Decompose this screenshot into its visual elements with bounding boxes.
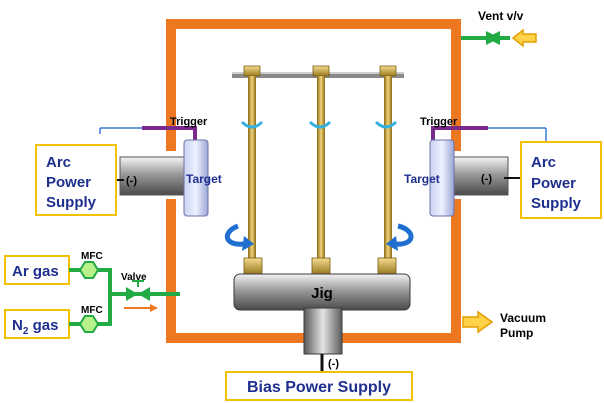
vacuum-outlet-arrow [462,310,494,334]
mfc-icon-ar [78,261,100,279]
vent-valve: Vent v/v [461,9,537,48]
arc-source-left: Trigger Target (-) Arc Power Supply [35,116,222,217]
vent-label: Vent v/v [478,9,524,23]
vacuum-chamber [166,19,461,343]
pump-label: Pump [500,326,533,340]
minus-label-right: (-) [481,173,492,185]
target-label-left: Target [186,172,222,186]
trigger-label-left: Trigger [170,116,208,128]
gas-flow-arrow [124,304,158,312]
trigger-label-right: Trigger [420,116,458,128]
minus-label-left: (-) [126,175,137,187]
mfc-label-bottom: MFC [81,305,103,316]
rod-left [243,65,263,275]
arc-right-line2: Power [531,175,576,192]
n2-gas-label: N2 gas [12,317,58,337]
gas-valve-icon [126,280,150,301]
arc-left-line1: Arc [46,154,71,171]
arc-right-line3: Supply [531,195,582,212]
bias-power-supply: (-) Bias Power Supply [225,354,413,401]
arc-source-right: Trigger Target (-) Arc Power Supply [404,116,602,219]
arc-left-line2: Power [46,174,91,191]
mfc-icon-n2 [78,315,100,333]
bias-minus-label: (-) [328,358,339,370]
trigger-line-left [142,126,197,140]
trigger-line-right [431,126,488,140]
mfc-label-top: MFC [81,251,103,262]
jig: Jig [233,273,411,355]
rod-rotation-marks [240,120,398,129]
valve-label: Valve [121,272,147,283]
rotation-arrow-right [386,223,414,251]
jig-label: Jig [311,285,333,302]
vacuum-pump-port: Vacuum Pump [462,310,546,340]
rod-right [377,65,397,275]
target-label-right: Target [404,172,440,186]
ar-gas-label: Ar gas [12,263,59,280]
arc-right-line1: Arc [531,154,556,171]
substrate-rods [243,65,397,275]
vent-inlet-arrow [511,28,537,48]
rod-center [311,65,331,275]
rotation-arrow-left [225,223,254,251]
bias-power-supply-label: Bias Power Supply [247,379,391,396]
gas-supply: Ar gas N2 gas MFC MFC Valve [4,251,180,339]
vacuum-label: Vacuum [500,311,546,325]
arc-left-line3: Supply [46,194,97,211]
